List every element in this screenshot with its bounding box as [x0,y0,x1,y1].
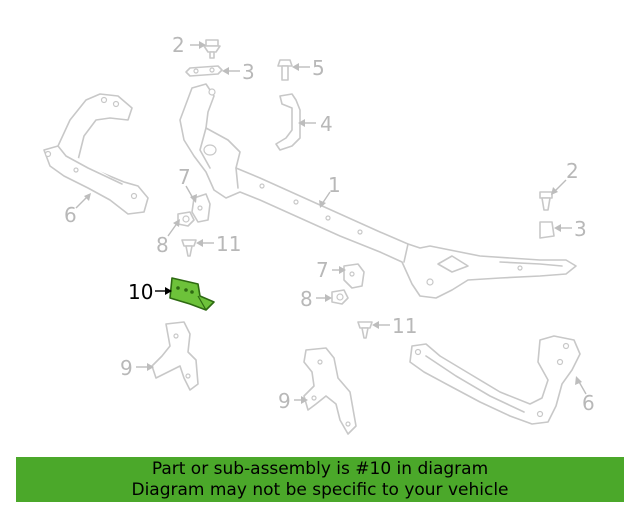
callout-8-left: 8 [156,233,169,257]
part-9-left-bracket [151,321,199,391]
callout-11-left: 11 [216,232,241,256]
part-6-right-side-member [409,335,581,425]
callout-3-right: 3 [574,217,587,241]
callout-2-top: 2 [172,33,185,57]
part-4-bracket [275,93,301,151]
part-10-highlighted-bracket [169,277,215,311]
part-11-mid-clip [357,321,373,339]
part-7-mid-bracket [343,263,365,289]
part-7-left-bracket [191,193,211,223]
callout-1: 1 [328,173,341,197]
part-1-radiator-support [179,83,577,299]
callout-11-mid: 11 [392,314,417,338]
part-9-mid-bracket [303,347,357,435]
callout-9-mid: 9 [278,389,291,413]
part-8-mid-screw [331,289,349,305]
part-11-left-clip [181,239,197,257]
callout-4: 4 [320,112,333,136]
callout-8-mid: 8 [300,287,313,311]
callout-leaders [75,41,587,404]
part-2-right-bolt [539,191,553,211]
callout-6-right: 6 [582,391,595,415]
callout-5: 5 [312,56,325,80]
part-2-top-bolt [203,39,221,59]
part-3-right-nut [539,221,555,239]
callout-7-left: 7 [178,165,191,189]
callout-9-left: 9 [120,356,133,380]
callout-3-top: 3 [242,60,255,84]
callout-6-left: 6 [64,203,77,227]
info-banner: Part or sub-assembly is #10 in diagram D… [16,457,624,502]
part-3-top-plate [185,65,223,77]
callout-2-right: 2 [566,159,579,183]
parts-diagram: 2 3 5 4 1 2 3 6 7 8 11 10 7 8 11 9 9 6 [43,33,595,435]
banner-line-1: Part or sub-assembly is #10 in diagram [151,459,489,479]
part-5-bolt [277,59,293,81]
callout-10: 10 [128,280,153,304]
part-6-left-side-member [43,93,149,215]
callout-7-mid: 7 [316,258,329,282]
banner-line-2: Diagram may not be specific to your vehi… [131,480,509,500]
part-8-left-screw [177,211,195,227]
